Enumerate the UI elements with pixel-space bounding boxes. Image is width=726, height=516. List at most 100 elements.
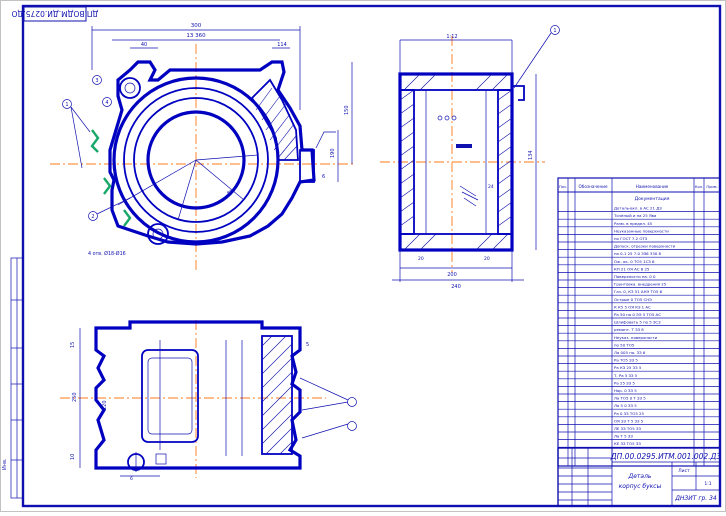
spec-row-text: по ГОСТ 7.2 ОТЗ <box>614 236 648 241</box>
spec-row-text: Неуказ. поверхности <box>614 335 658 340</box>
side-dim-200: 200 <box>447 272 457 278</box>
dim-label-114: 114 <box>277 42 287 48</box>
right-boss <box>299 149 315 183</box>
svg-text:Инв.: Инв. <box>2 458 8 470</box>
side-dim-scale: 1:12 <box>446 34 457 40</box>
callout-1 <box>62 99 72 109</box>
spec-rows: Деталь-вкл. в АС 21 ДЗ Точёный и на 25 Яв… <box>558 206 720 448</box>
spec-row-text: Разм. в предел. 45 <box>614 221 653 226</box>
spec-row-text: по 0.1 25 7.0 ЗЗ6 330 8 <box>614 251 662 256</box>
side-dim-20a: 20 <box>418 256 424 262</box>
spec-row-text: Ра ТО5 ЗЗ 5 <box>614 358 638 363</box>
spec-header-qty: Кол. <box>695 185 703 189</box>
title-code: ДП.00.0295.ИТМ.001.002.ДЗ <box>610 452 722 461</box>
svg-text:1: 1 <box>553 28 556 34</box>
dim-label-300: 300 <box>191 23 202 29</box>
title-name-line2: корпус буксы <box>619 483 662 490</box>
spec-row-text: Нар. 0 ЗЗ 5 <box>614 388 637 393</box>
stamp-code: ДП.ВОДМ.ДИ.0275.ДО <box>12 9 99 18</box>
spec-row-text: Деталь-вкл. в АС 21 ДЗ <box>614 206 662 211</box>
side-dim-240: 240 <box>451 284 461 290</box>
svg-text:2: 2 <box>91 214 94 220</box>
callout-3 <box>92 75 102 85</box>
spec-row-text: Т. Ра 5 ЗЗ 5 <box>613 373 638 378</box>
bore-ring-1 <box>123 87 269 233</box>
plan-dim-5: 5 <box>306 342 309 348</box>
side-dim-24: 24 <box>488 184 494 190</box>
callout-2 <box>88 211 98 221</box>
title-org: ДНЗИТ гр. 34 <box>674 495 717 502</box>
side-dim-134: 134 <box>528 150 534 160</box>
dim-label-360: 13 360 <box>186 33 206 39</box>
spec-row-text: Острые 0 ТО5 СНЭ <box>614 297 652 302</box>
spec-row-text: по 50 ТО5 <box>614 342 635 347</box>
inner-bore <box>146 110 246 210</box>
title-sheet-label: Лист <box>678 468 690 474</box>
spec-row-text: Ра 0 ЗЗ ТО5 25 <box>614 411 645 416</box>
dim-label-190: 190 <box>330 148 336 158</box>
plan-pocket <box>141 349 199 443</box>
spec-row-text: КЕ ЗЗ ТО5 ЗЗ <box>614 441 641 446</box>
spec-row-text: Ла ТО5 0 Т ЗЗ 5 <box>614 396 646 401</box>
svg-text:4: 4 <box>105 100 108 106</box>
spec-row-text: Грунтовка. внедрения 25 <box>614 282 667 287</box>
spec-row-text: Ож. ок. 0 ТО5 1СЗ 6 <box>614 259 655 264</box>
callout-plan-b <box>347 421 357 431</box>
spec-row-text: Ла 5 0 ЗЗ 5 <box>614 403 637 408</box>
dim-label-40: 40 <box>141 42 147 48</box>
spec-row-text: ЛЕ ЗЗ ТО5 ЗЗ <box>614 426 641 431</box>
front-section-hatch <box>250 78 299 161</box>
side-left-wall <box>399 89 415 235</box>
side-dim-20b: 20 <box>484 256 490 262</box>
stamp-box <box>23 6 87 22</box>
spec-row-text: КП 21 ОЯ АС 8 25 <box>614 266 650 271</box>
dim-label-150: 150 <box>344 105 350 115</box>
lug-hole-bottom <box>147 223 169 245</box>
plan-dim-120: 120 <box>102 400 108 410</box>
plan-dim-250: 250 <box>72 392 78 402</box>
title-scale: 1:1 <box>704 481 711 487</box>
svg-text:3: 3 <box>95 78 98 84</box>
spec-row-text: Шлифовать 5 по 5 ЗСЗ <box>614 320 661 325</box>
spec-row-text: Ра КЗ 25 ЗЗ 5 <box>614 365 642 370</box>
spec-row-text: ОЯ ЗЗ Т 5 ЗЗ 5 <box>614 418 644 423</box>
plan-section-hatch <box>261 335 293 455</box>
spec-row-text: ремонт. Т ЗЗ 8 <box>614 327 644 332</box>
bore-ring-2 <box>133 97 259 223</box>
spec-row-text: Неуказанные поверхности <box>614 228 669 233</box>
spec-header-name: Наименование <box>636 184 669 189</box>
title-block: ДП.00.0295.ИТМ.001.002.ДЗ Деталь корпус … <box>557 447 722 507</box>
spec-row-text: Ра 25 ЗЗ 5 <box>614 380 635 385</box>
spec-row-text: К К5 5 ОЯ КЗ 1 АС <box>614 304 651 309</box>
spec-row-text: Ра 50 по 0 ЭЭ 5 ТО5 АС <box>614 312 661 317</box>
spec-row-text: Ла 005 по. ЗЗ 6 <box>614 350 646 355</box>
spec-table: Обозначение Наименование Поз. Кол. Прим.… <box>557 177 721 467</box>
small-dim-80: 80 <box>226 189 234 197</box>
spec-row-text: Газ. 0, КЗ 51 АНЭ ТО5 6 <box>614 289 663 294</box>
spec-row-text: Точёный и на 25 Ява <box>613 213 657 218</box>
plan-dim-10: 10 <box>70 454 76 460</box>
side-lug <box>512 85 525 101</box>
lug-hole-top <box>119 77 141 99</box>
housing-outline <box>108 60 316 246</box>
spec-row-text: Допуск. отрезки поверхности <box>614 244 676 249</box>
spec-row-text: Поверхности на. 0 0 <box>614 274 656 279</box>
dim-label-6: 6 <box>322 174 325 180</box>
plan-dim-6: 6 <box>130 476 133 482</box>
spec-header-note: Прим. <box>706 185 717 189</box>
spec-header-pos: Поз. <box>559 185 567 189</box>
callout-4 <box>102 97 112 107</box>
plan-dim-15: 15 <box>70 342 76 348</box>
plan-view: 250 15 10 120 5 6 <box>60 320 357 482</box>
svg-text:1: 1 <box>65 102 68 108</box>
weld-mark-1 <box>90 129 100 153</box>
side-right-wall <box>497 89 513 235</box>
hole-note: 4 отв. Ø18-Ø16 <box>88 250 126 257</box>
spec-section-title: Документация <box>635 196 670 202</box>
spec-header-designation: Обозначение <box>578 184 607 189</box>
plan-outline <box>94 320 302 470</box>
left-margin-blocks: Инв. <box>2 257 24 499</box>
